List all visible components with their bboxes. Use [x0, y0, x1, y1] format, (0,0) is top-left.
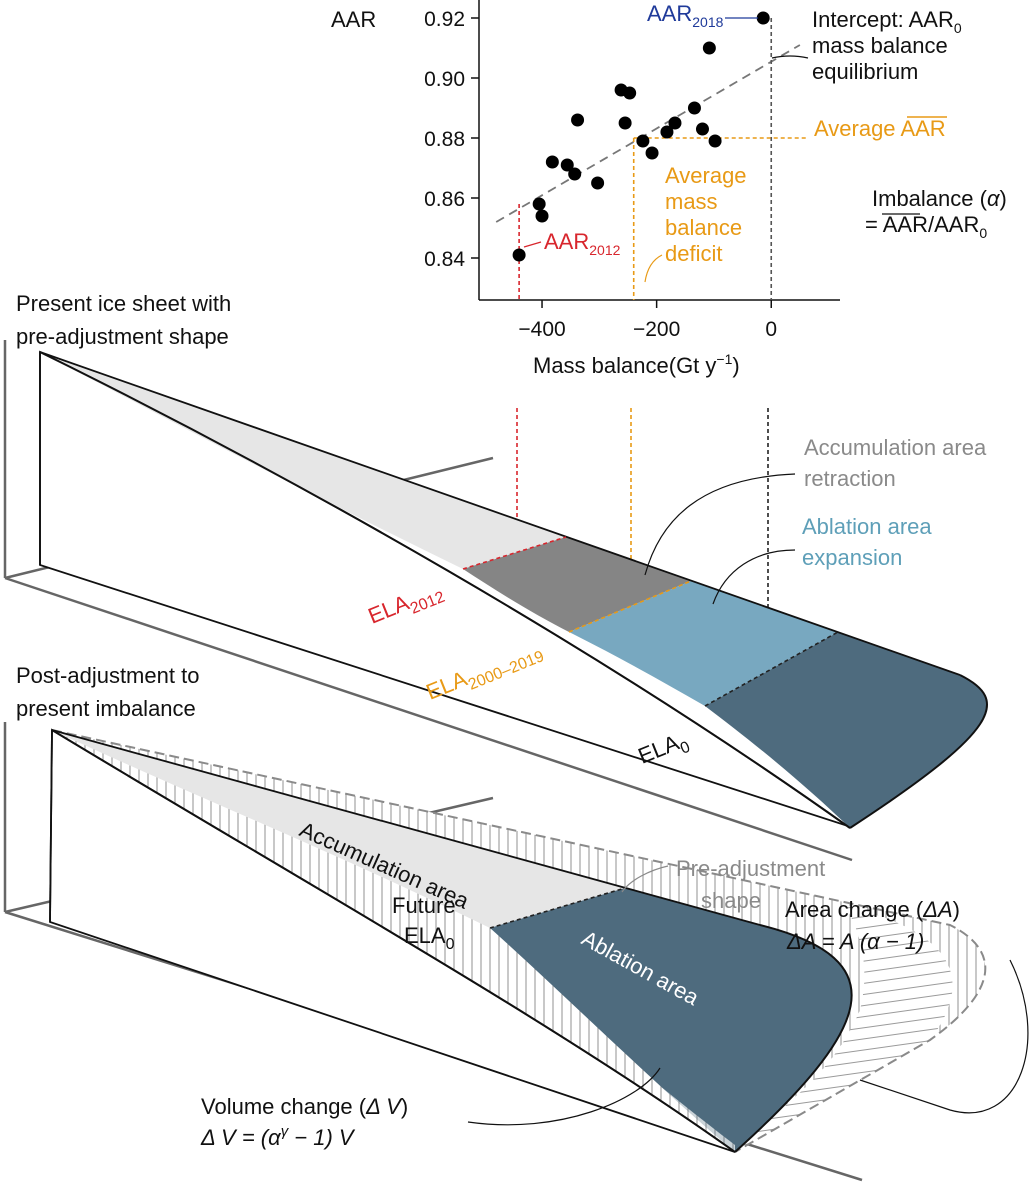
intercept-label-line2: mass balance — [812, 33, 948, 58]
data-point — [560, 158, 574, 172]
data-point — [623, 86, 637, 100]
y-tick-label: 0.92 — [424, 8, 465, 31]
data-point — [702, 41, 716, 55]
ablation-expansion-label: Ablation area — [802, 514, 932, 539]
ela-period-line — [568, 580, 692, 633]
ela-2012-line — [462, 536, 567, 570]
data-point — [660, 125, 674, 139]
data-point — [545, 155, 559, 169]
pre-adjustment-leader — [621, 865, 669, 893]
y-tick-label: 0.86 — [424, 188, 465, 211]
data-point — [636, 134, 650, 148]
accumulation-retraction-label: Accumulation area — [804, 435, 987, 460]
top-surface-back-edge — [39, 351, 961, 676]
top-snout — [849, 674, 988, 829]
data-point — [512, 248, 526, 262]
top-ablation-zone — [705, 632, 988, 828]
bottom-ice-sheet-diagram: Post-adjustment to present imbalance Acc… — [3, 663, 1029, 1182]
bottom-title-line1: Post-adjustment to — [16, 663, 199, 688]
aar-2012-label: AAR2012 — [544, 229, 621, 258]
x-tick-label: −200 — [633, 318, 680, 341]
volume-change-formula: Δ V = (αγ − 1) V — [200, 1123, 356, 1150]
expansion-leader — [712, 549, 796, 605]
deficit-label-line3: balance — [665, 215, 742, 240]
data-point — [568, 167, 582, 181]
scatter-plot: 0.84 0.86 0.88 0.90 0.92 −400 −200 0 AAR Mass … — [331, 0, 1007, 378]
top-surface-front-edge — [39, 351, 851, 829]
pre-adjustment-label: Pre-adjustment — [676, 856, 825, 881]
side-wall-hatch — [490, 928, 735, 1152]
data-point — [668, 116, 682, 130]
top-expansion-zone — [569, 581, 838, 706]
top-retraction-zone — [463, 537, 691, 632]
data-point — [618, 116, 632, 130]
bottom-title-line2: present imbalance — [16, 696, 196, 721]
top-ice-sheet-diagram: Present ice sheet with pre-adjustment sh… — [3, 291, 988, 862]
data-points — [512, 11, 770, 262]
bottom-accumulation-surface — [52, 730, 625, 928]
pre-adjustment-outline — [51, 729, 987, 1153]
future-ela-label-line2: ELA0 — [404, 923, 455, 953]
accumulation-retraction-label-line2: retraction — [804, 466, 896, 491]
area-change-label: Area change (ΔA) — [785, 897, 960, 922]
retraction-leader — [644, 473, 796, 576]
ela-0-line — [704, 631, 839, 707]
volume-change-label: Volume change (Δ V) — [201, 1094, 408, 1119]
top-accumulation-surface — [40, 352, 566, 569]
future-ela-line — [489, 887, 626, 929]
trend-line — [495, 44, 801, 223]
bottom-snout — [734, 924, 853, 1153]
top-title-line1: Present ice sheet with — [16, 291, 231, 316]
y-tick-label: 0.90 — [424, 68, 465, 91]
y-tick-label: 0.84 — [424, 248, 465, 271]
deficit-label-line1: Average — [665, 163, 747, 188]
y-tick-label: 0.88 — [424, 128, 465, 151]
aar-2018-label: AAR2018 — [647, 1, 724, 30]
data-point — [687, 101, 701, 115]
top-title-line2: pre-adjustment shape — [16, 324, 229, 349]
x-axis-label: Mass balance(Gt y−1) — [533, 351, 740, 378]
data-point — [708, 134, 722, 148]
pre-adjustment-label-line2: shape — [701, 888, 761, 913]
data-point — [756, 11, 770, 25]
intercept-label: Intercept: AAR0 — [812, 7, 962, 36]
imbalance-formula: = AAR/AAR0 — [865, 212, 987, 241]
aar-2012-leader — [523, 241, 542, 248]
average-aar-label: Average AAR — [814, 116, 946, 141]
bottom-left-edge — [49, 729, 53, 923]
volume-change-leader — [467, 1067, 661, 1126]
top-frame-base — [4, 576, 853, 862]
ablation-expansion-label-line2: expansion — [802, 545, 902, 570]
data-point — [571, 113, 585, 127]
x-tick-label: −400 — [518, 318, 565, 341]
data-point — [591, 176, 605, 190]
y-axis-label: AAR — [331, 7, 376, 32]
data-point — [535, 209, 549, 223]
area-change-leader — [859, 959, 1029, 1114]
area-change-hatch — [735, 905, 953, 1152]
data-point — [532, 197, 546, 211]
imbalance-label: Imbalance (α) — [872, 186, 1007, 211]
deficit-label-line2: mass — [665, 189, 718, 214]
bottom-ablation-surface — [490, 888, 852, 1152]
intercept-label-line3: equilibrium — [812, 59, 918, 84]
bottom-surface-back-edge — [51, 729, 761, 926]
area-change-formula: ΔA = A (α − 1) — [786, 929, 924, 954]
intercept-leader — [771, 55, 809, 59]
future-ela-label: Future — [392, 893, 456, 918]
deficit-leader — [644, 254, 663, 283]
data-point — [645, 146, 659, 160]
data-point — [695, 122, 709, 136]
x-tick-label: 0 — [765, 318, 777, 341]
deficit-label-line4: deficit — [665, 241, 722, 266]
bottom-surface-front-edge — [51, 729, 736, 1153]
x-ticks: −400 −200 0 — [518, 300, 777, 341]
y-ticks: 0.84 0.86 0.88 0.90 0.92 — [424, 8, 479, 271]
